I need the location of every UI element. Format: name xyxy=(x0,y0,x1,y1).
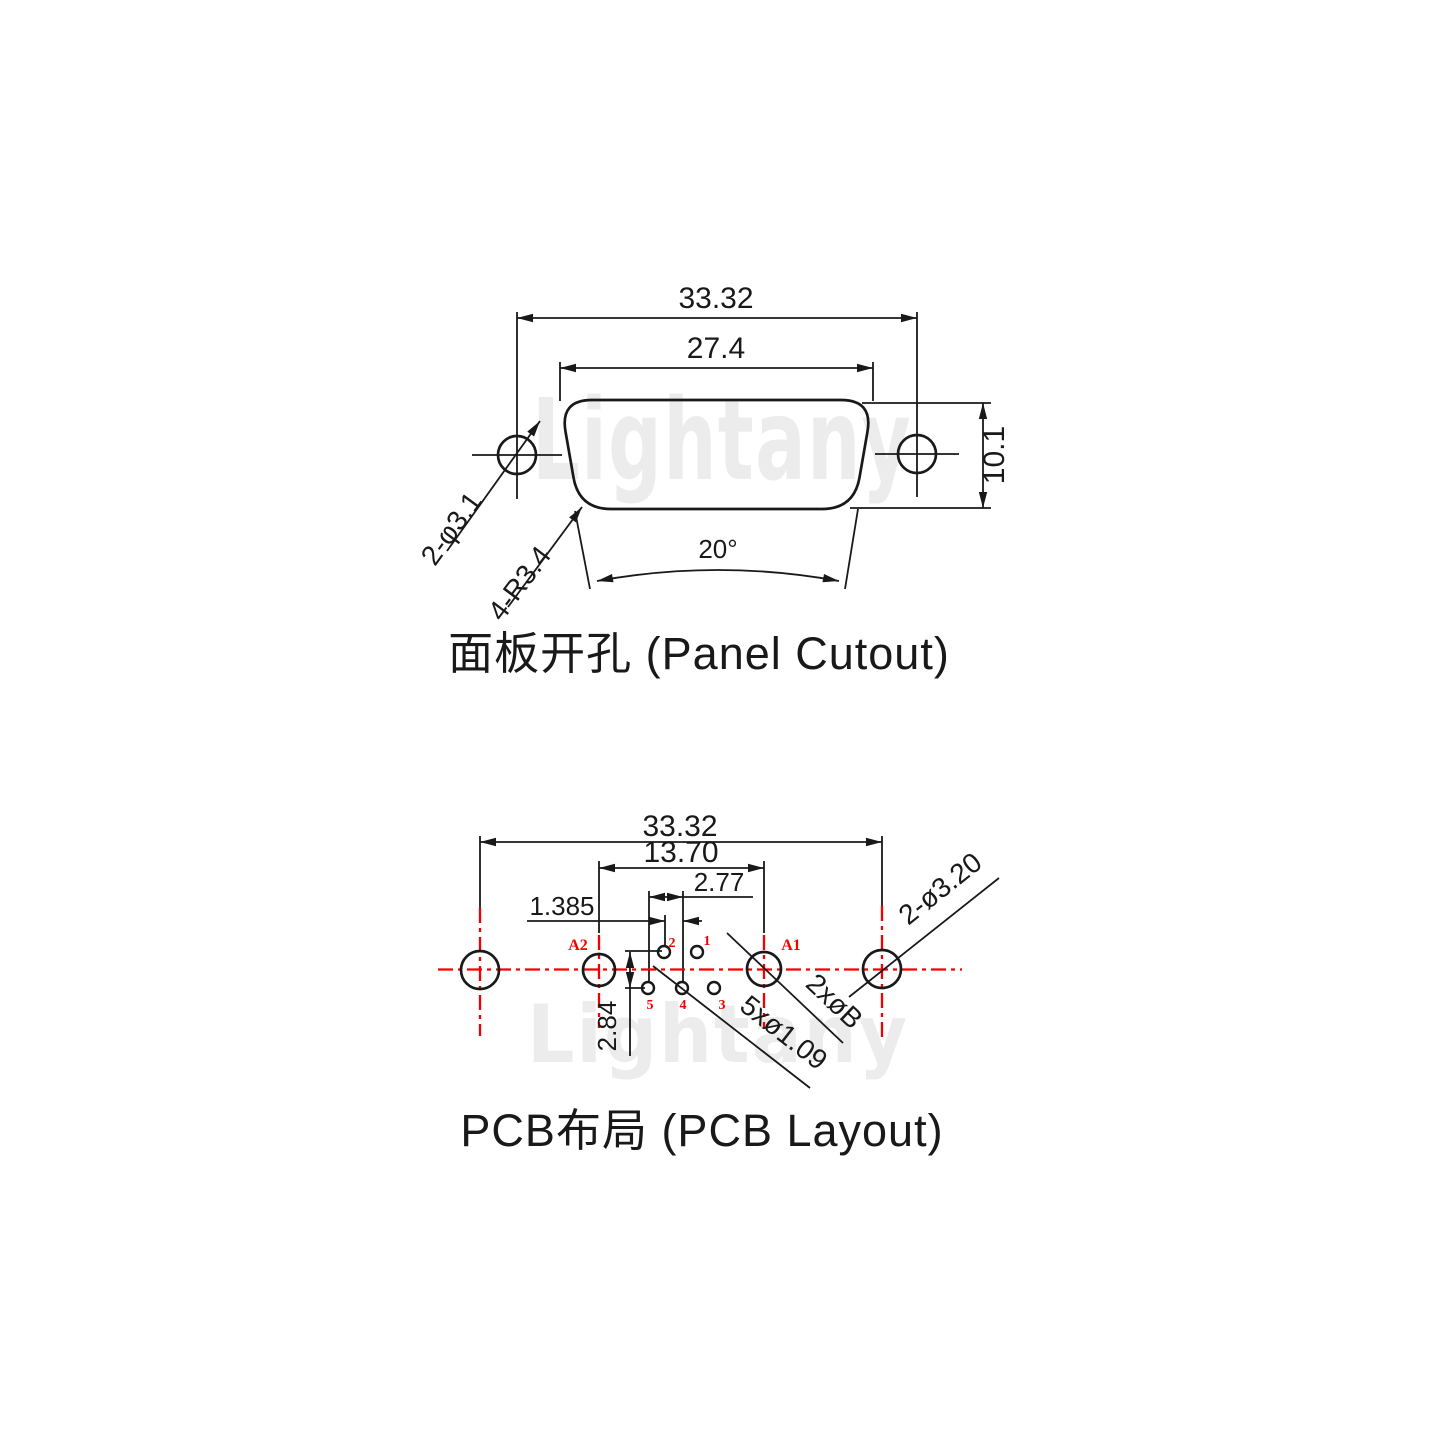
pcb-center-lines xyxy=(438,906,962,1038)
panel-cutout-view: Lightany 33.32 27.4 10.1 20° 2-φ3.1 4-R3… xyxy=(415,282,1011,679)
pcb-pin-2 xyxy=(656,944,672,960)
panel-mount-hole-right xyxy=(896,433,938,475)
pcb-layout-title: PCB布局 (PCB Layout) xyxy=(460,1105,943,1156)
pcb-layout-view: Lightany 33.32 13.70 2.77 1.385 2.84 xyxy=(438,810,1000,1156)
panel-leader-mount-holes: 2-φ3.1 xyxy=(415,486,488,571)
pad-label-3: 3 xyxy=(719,998,726,1013)
panel-mount-hole-left xyxy=(496,434,538,476)
pcb-pin-4 xyxy=(674,980,690,996)
panel-extension-lines xyxy=(472,312,991,509)
panel-dim-height: 10.1 xyxy=(978,426,1011,484)
leader-line-pcb-mount-holes xyxy=(848,877,1000,998)
pad-label-2: 2 xyxy=(669,936,676,951)
pad-label-1: 1 xyxy=(704,934,711,949)
pcb-extension-lines xyxy=(479,836,883,989)
panel-dim-angle: 20° xyxy=(698,534,737,564)
panel-dim-outer-width: 33.32 xyxy=(678,282,753,315)
pad-label-4: 4 xyxy=(680,998,687,1013)
panel-dim-cutout-width: 27.4 xyxy=(687,332,745,365)
pcb-dim-mount-span: 33.32 xyxy=(642,810,717,843)
pcb-hole-a1 xyxy=(745,950,783,988)
leader-line-signal-holes xyxy=(726,932,844,1044)
pcb-mount-hole-left xyxy=(459,949,501,991)
pcb-mount-hole-right xyxy=(861,948,903,990)
pcb-hole-a2 xyxy=(581,952,617,988)
pcb-pin-5 xyxy=(640,980,656,996)
watermark-top: Lightany xyxy=(532,376,912,506)
pad-label-5: 5 xyxy=(647,998,654,1013)
d-cutout-outline xyxy=(563,398,870,511)
pcb-dim-signal-span: 13.70 xyxy=(643,836,718,869)
pcb-pin-1 xyxy=(689,944,705,960)
pcb-dim-row-spacing: 2.84 xyxy=(592,1001,622,1052)
pad-label-a1: A1 xyxy=(781,937,801,954)
pcb-dim-row-offset: 1.385 xyxy=(529,891,594,921)
pcb-pin-3 xyxy=(706,980,722,996)
panel-leader-corner-radius: 4-R3.4 xyxy=(482,540,557,626)
leader-line-mount-holes xyxy=(446,420,541,552)
panel-cutout-title: 面板开孔 (Panel Cutout) xyxy=(448,628,950,679)
leader-line-pin-holes xyxy=(652,965,811,1089)
pcb-dim-pin-pitch: 2.77 xyxy=(694,867,745,897)
pad-label-a2: A2 xyxy=(568,937,588,954)
angle-dim-arc xyxy=(596,569,840,583)
leader-line-corner-radius xyxy=(507,506,583,608)
pcb-leader-mount-holes: 2-ø3.20 xyxy=(893,846,988,930)
watermark-bottom: Lightany xyxy=(527,988,909,1081)
angle-extension-lines xyxy=(574,508,859,590)
